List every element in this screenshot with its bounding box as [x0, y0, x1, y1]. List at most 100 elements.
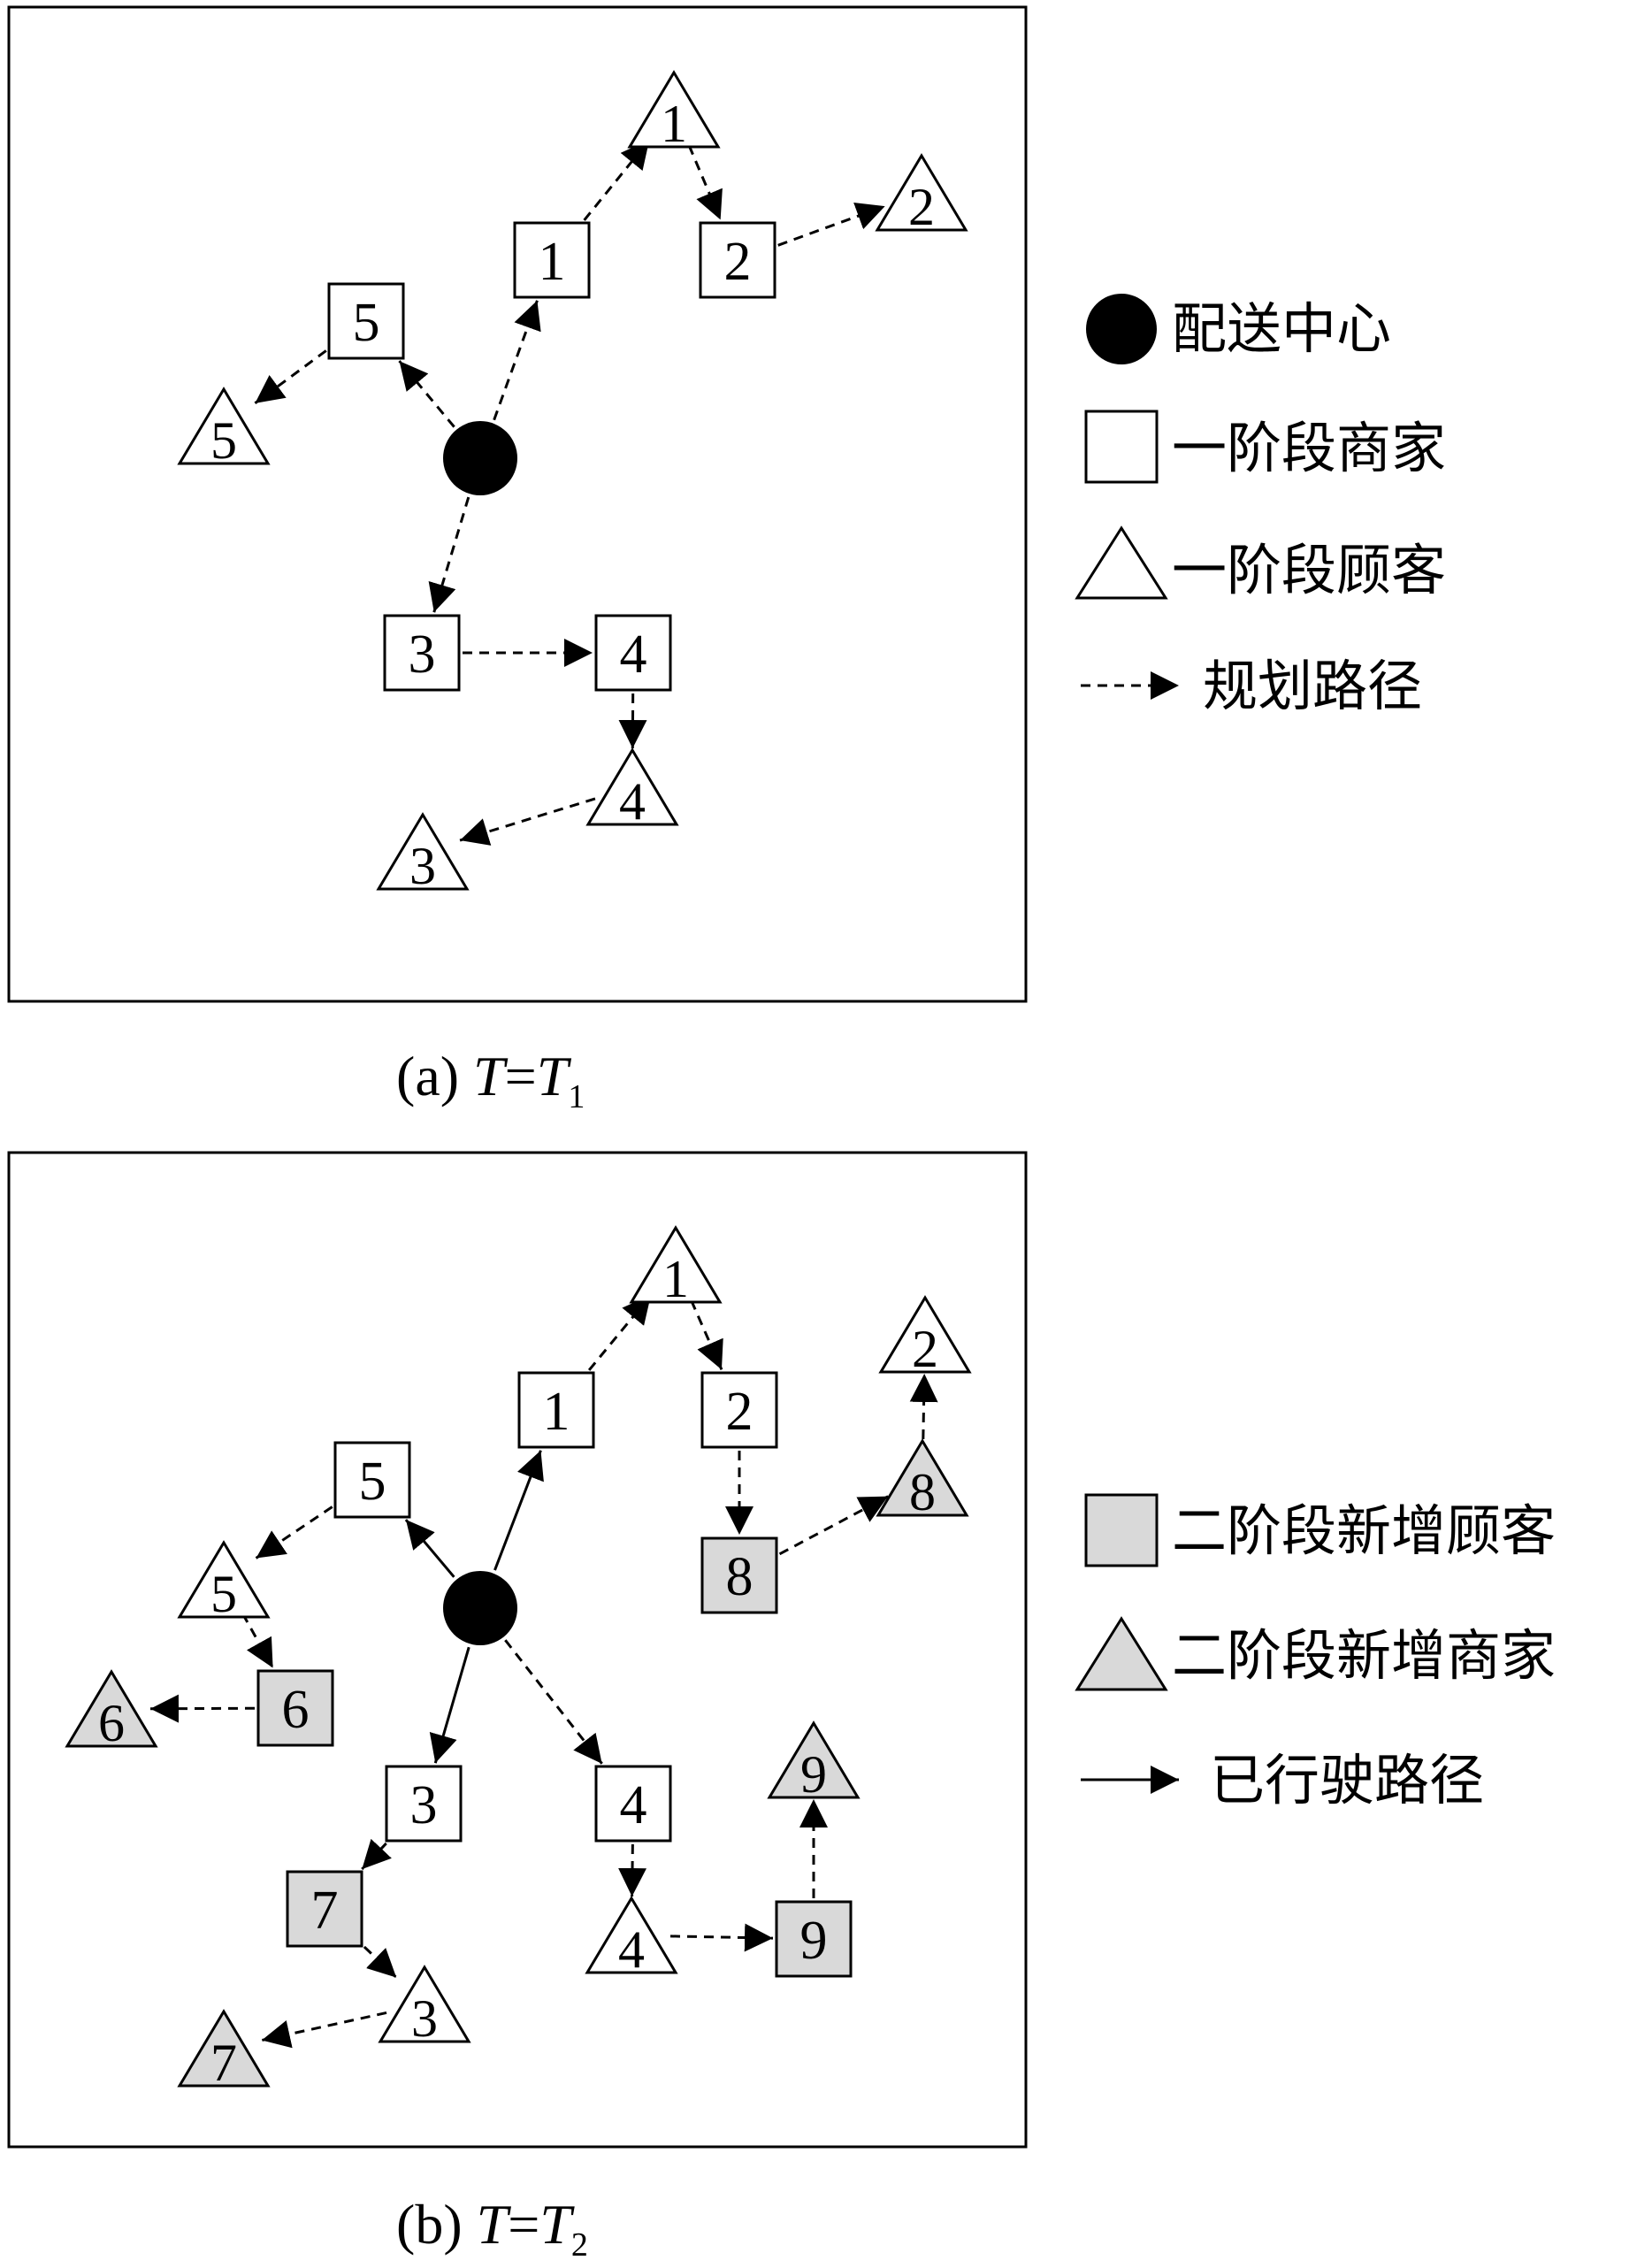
merchant-node-1: 1: [517, 1371, 595, 1449]
planned-route-m3-m7: [361, 1838, 392, 1871]
customer-node-7: 7: [177, 2009, 271, 2092]
customer-label: 1: [661, 95, 687, 153]
depot-node: [443, 1571, 517, 1645]
customer-label: 1: [662, 1250, 689, 1308]
legend-stage1-customer-label: 一阶段顾客: [1172, 538, 1446, 602]
customer-node-1: 1: [627, 70, 721, 153]
legend-stage1-customer-icon: [1075, 525, 1168, 600]
planned-route-depot-m3: [428, 496, 470, 613]
merchant-node-6: 6: [256, 1669, 334, 1747]
customer-label: 2: [912, 1320, 938, 1378]
merchant-node-9: 9: [775, 1900, 853, 1978]
legend-stage2-merchant-label: 二阶段新增商家: [1172, 1623, 1556, 1688]
planned-route-c8-c2: [909, 1373, 938, 1440]
planned-route-c1-m2: [690, 1299, 723, 1370]
customer-node-2: 2: [878, 1295, 972, 1378]
planned-route-c1-m2: [687, 144, 723, 220]
merchant-node-4: 4: [594, 614, 672, 692]
merchant-node-4: 4: [594, 1765, 672, 1843]
merchant-node-8: 8: [700, 1536, 778, 1614]
customer-node-4: 4: [585, 747, 679, 831]
planned-route-m4-c4: [618, 1843, 647, 1897]
legend-stage1-merchant-label: 一阶段商家: [1172, 416, 1446, 480]
customer-node-1: 1: [629, 1225, 723, 1308]
legend-traveled-route-label: 已行驶路径: [1210, 1748, 1484, 1812]
merchant-node-5: 5: [327, 282, 405, 360]
customer-label: 4: [618, 1920, 645, 1979]
planned-route-c4-m9: [669, 1923, 774, 1952]
merchant-label: 3: [409, 624, 436, 685]
traveled-route-depot-m5: [404, 1519, 455, 1578]
panel-a-frame: [7, 5, 1028, 1003]
legend-stage2-customer-label: 二阶段新增顾客: [1172, 1498, 1556, 1563]
merchant-label: 7: [311, 1881, 339, 1941]
planned-route-m2-c2: [777, 203, 886, 247]
customer-node-9: 9: [767, 1720, 861, 1804]
panel-b-caption: (b) T=T2: [396, 2193, 588, 2264]
legend-stage1-merchant-icon: [1084, 410, 1159, 484]
merchant-label: 2: [726, 1382, 753, 1442]
panel-a-caption: (a) T=T1: [396, 1045, 585, 1115]
planned-route-c5-m6: [241, 1613, 274, 1669]
merchant-label: 2: [724, 232, 752, 292]
merchant-node-3: 3: [385, 1765, 463, 1843]
planned-route-depot-m4: [504, 1639, 603, 1765]
merchant-node-1: 1: [513, 221, 591, 299]
planned-route-m6-c6: [149, 1694, 256, 1723]
customer-label: 9: [800, 1745, 827, 1804]
customer-label: 6: [98, 1694, 125, 1752]
planned-route-m8-c8: [778, 1495, 889, 1556]
planned-route-m5-c5: [255, 1506, 333, 1559]
customer-label: 5: [210, 1565, 237, 1623]
planned-route-c4-c3: [459, 797, 596, 846]
customer-label: 3: [411, 1989, 438, 2048]
customer-label: 4: [619, 772, 646, 831]
customer-node-2: 2: [875, 153, 968, 236]
customer-label: 3: [409, 837, 436, 895]
merchant-node-3: 3: [383, 614, 461, 692]
merchant-label: 3: [410, 1775, 438, 1835]
merchant-label: 4: [620, 624, 647, 685]
planned-route-m1-c1: [587, 1294, 653, 1371]
customer-node-8: 8: [876, 1438, 969, 1521]
depot-node: [443, 421, 517, 495]
merchant-node-2: 2: [699, 221, 776, 299]
planned-route-depot-m1: [493, 300, 541, 421]
customer-node-4: 4: [585, 1896, 678, 1979]
legend-stage2-merchant-icon: [1075, 1616, 1168, 1691]
planned-route-m1-c1: [583, 139, 651, 221]
legend-planned-route-label: 规划路径: [1203, 654, 1422, 718]
traveled-route-depot-m1: [493, 1450, 544, 1571]
legend-depot-icon: [1086, 294, 1157, 364]
customer-node-5: 5: [177, 1540, 271, 1623]
merchant-label: 1: [539, 232, 566, 292]
merchant-node-5: 5: [333, 1441, 411, 1519]
customer-label: 5: [210, 411, 237, 470]
panel-a-legend: 配送中心 一阶段商家 一阶段顾客 规划路径: [1075, 294, 1446, 718]
merchant-label: 9: [800, 1911, 828, 1971]
customer-node-3: 3: [378, 1965, 471, 2048]
merchant-node-2: 2: [700, 1371, 778, 1449]
merchant-label: 4: [620, 1775, 647, 1835]
planned-route-c3-c7: [261, 2011, 387, 2049]
merchant-label: 8: [726, 1547, 753, 1607]
merchant-label: 1: [543, 1382, 570, 1442]
customer-node-6: 6: [65, 1669, 158, 1752]
customer-node-5: 5: [177, 387, 271, 470]
customer-label: 2: [908, 178, 935, 236]
merchant-label: 5: [359, 1452, 386, 1512]
panel-b-legend: 二阶段新增顾客 二阶段新增商家 已行驶路径: [1075, 1493, 1556, 1812]
planned-route-m5-c5: [254, 349, 327, 405]
planned-route-m7-c3: [363, 1945, 398, 1979]
panel-b-frame: [7, 1151, 1028, 2149]
customer-label: 8: [909, 1463, 936, 1521]
customer-node-3: 3: [376, 812, 470, 895]
panel-a-diagram: 1 2 3 4 5 1 2 3 4 5: [177, 70, 968, 895]
merchant-label: 5: [353, 293, 380, 353]
legend-stage2-customer-icon: [1084, 1493, 1159, 1567]
planned-route-depot-m5: [398, 360, 455, 428]
traveled-route-depot-m3: [429, 1646, 470, 1764]
legend-depot-label: 配送中心: [1172, 296, 1391, 361]
